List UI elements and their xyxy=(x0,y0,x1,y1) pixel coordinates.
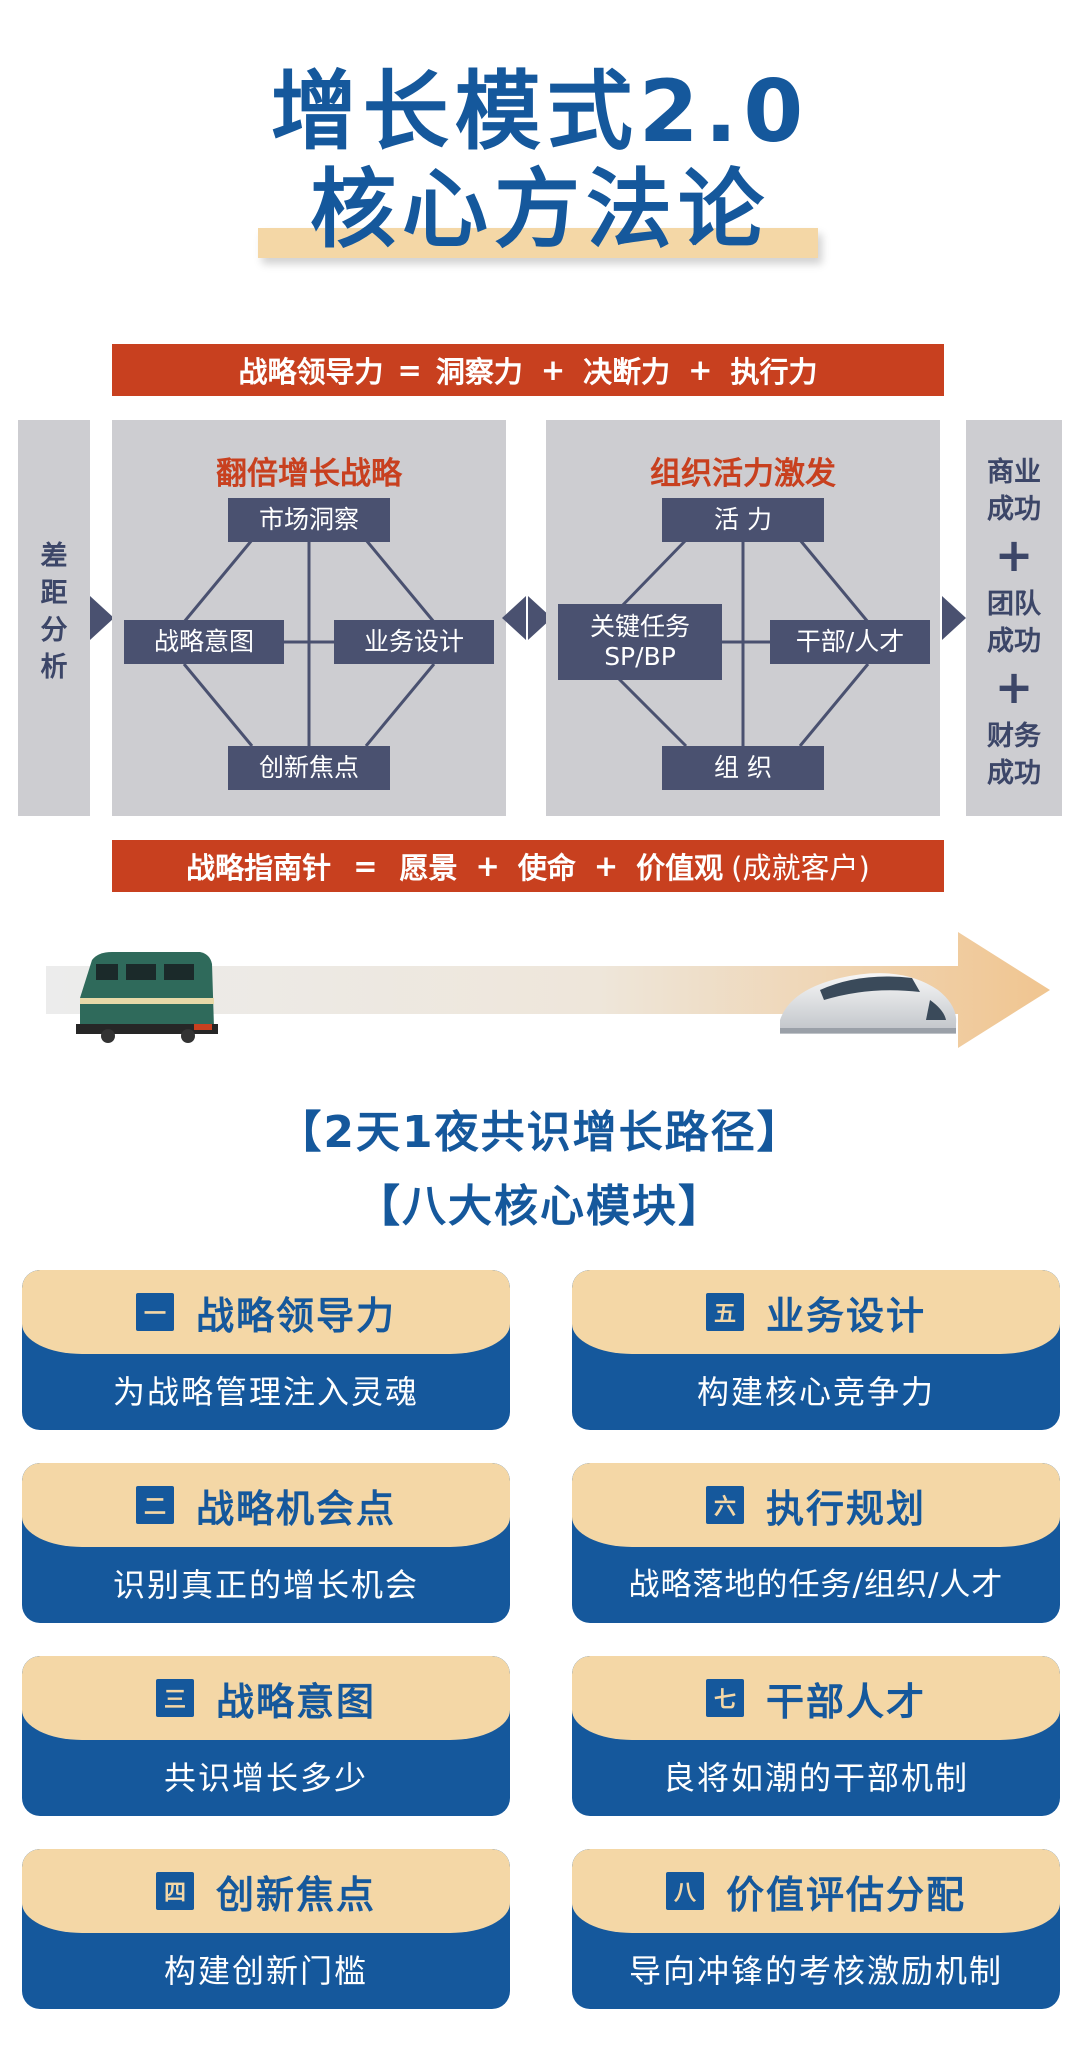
plus-icon: + xyxy=(994,528,1034,582)
module-card: 三 战略意图 共识增长多少 xyxy=(22,1656,510,1816)
module-card: 六 执行规划 战略落地的任务/组织/人才 xyxy=(572,1463,1060,1623)
formula-term: 使命 xyxy=(517,851,576,885)
module-title: 业务设计 xyxy=(765,1293,926,1338)
module-description: 构建创新门槛 xyxy=(163,1952,368,1990)
locomotive-icon xyxy=(76,952,218,1043)
module-title: 创新焦点 xyxy=(215,1872,376,1917)
module-number: 三 xyxy=(155,1679,194,1717)
formula-term: 执行力 xyxy=(730,355,818,389)
growth-arrow-graphic xyxy=(46,932,1050,1048)
node-vitality: 活 力 xyxy=(662,498,824,542)
page-title-line2: 核心方法论 xyxy=(310,160,770,260)
business-success-label: 商业成功 xyxy=(987,457,1041,525)
module-number: 七 xyxy=(705,1679,744,1717)
module-description: 构建核心竞争力 xyxy=(696,1373,935,1411)
module-number: 二 xyxy=(135,1486,174,1524)
success-panel: 商业成功 + 团队成功 + 财务成功 xyxy=(966,420,1062,816)
formula-term: 战略领导力 xyxy=(238,355,384,389)
module-title: 价值评估分配 xyxy=(725,1872,966,1917)
module-card: 八 价值评估分配 导向冲锋的考核激励机制 xyxy=(572,1849,1060,2009)
high-speed-train-icon xyxy=(780,973,957,1034)
module-card-header: 七 干部人才 xyxy=(572,1656,1060,1740)
strategic-compass-formula: 战略指南针 = 愿景 + 使命 + 价值观 (成就客户) xyxy=(112,840,944,892)
module-title: 干部人才 xyxy=(765,1679,926,1724)
module-description: 良将如潮的干部机制 xyxy=(662,1759,969,1797)
module-card: 一 战略领导力 为战略管理注入灵魂 xyxy=(22,1270,510,1430)
module-card-header: 八 价值评估分配 xyxy=(572,1849,1060,1933)
formula-term: 愿景 xyxy=(399,851,458,885)
arrow-right-icon xyxy=(942,596,966,640)
formula-operator: + xyxy=(540,353,566,387)
module-number: 五 xyxy=(705,1293,744,1331)
page-title-line1: 增长模式2.0 xyxy=(270,62,810,162)
formula-suffix: (成就客户) xyxy=(731,851,870,885)
module-title: 战略机会点 xyxy=(195,1486,396,1531)
progress-arrow xyxy=(46,932,1050,1048)
gap-analysis-label: 差距分析 xyxy=(40,541,68,683)
formula-operator: = xyxy=(397,353,422,387)
module-title: 执行规划 xyxy=(765,1486,926,1531)
financial-success-label: 财务成功 xyxy=(987,721,1041,789)
org-diamond-lines xyxy=(616,520,870,750)
growth-diamond-lines xyxy=(182,520,436,750)
module-description: 战略落地的任务/组织/人才 xyxy=(628,1567,1004,1603)
module-card: 五 业务设计 构建核心竞争力 xyxy=(572,1270,1060,1430)
growth-strategy-panel: 翻倍增长战略 市场洞察 战略意图 业务设计 创新焦点 xyxy=(112,420,506,816)
arrow-left-icon xyxy=(502,596,526,640)
module-number: 四 xyxy=(155,1872,194,1910)
module-card-header: 一 战略领导力 xyxy=(22,1270,510,1354)
module-card: 七 干部人才 良将如潮的干部机制 xyxy=(572,1656,1060,1816)
module-number: 一 xyxy=(135,1293,174,1331)
formula-term: 洞察力 xyxy=(435,355,523,389)
module-card-header: 三 战略意图 xyxy=(22,1656,510,1740)
organization-vitality-title: 组织活力激发 xyxy=(650,456,836,492)
module-title: 战略意图 xyxy=(215,1679,376,1724)
plus-icon: + xyxy=(994,660,1034,714)
module-card-header: 二 战略机会点 xyxy=(22,1463,510,1547)
node-strategic-intent: 战略意图 xyxy=(124,620,284,664)
gap-analysis-panel: 差距分析 xyxy=(18,420,90,816)
module-card: 二 战略机会点 识别真正的增长机会 xyxy=(22,1463,510,1623)
arrow-right-icon xyxy=(90,596,114,640)
module-card-header: 四 创新焦点 xyxy=(22,1849,510,1933)
module-title: 战略领导力 xyxy=(195,1293,396,1338)
module-description: 识别真正的增长机会 xyxy=(112,1566,419,1604)
module-number: 六 xyxy=(705,1486,744,1524)
module-card: 四 创新焦点 构建创新门槛 xyxy=(22,1849,510,2009)
formula-term: 战略指南针 xyxy=(186,851,332,885)
formula-term: 价值观 xyxy=(636,851,724,885)
growth-path-heading: 【2天1夜共识增长路径】 xyxy=(277,1107,803,1158)
eight-modules-heading: 【八大核心模块】 xyxy=(356,1181,724,1232)
module-number: 八 xyxy=(665,1872,704,1910)
formula-operator: + xyxy=(475,849,500,883)
team-success-label: 团队成功 xyxy=(987,589,1041,657)
strategic-leadership-formula: 战略领导力 = 洞察力 + 决断力 + 执行力 xyxy=(112,344,944,396)
growth-strategy-title: 翻倍增长战略 xyxy=(216,456,402,492)
module-card-header: 五 业务设计 xyxy=(572,1270,1060,1354)
module-description: 导向冲锋的考核激励机制 xyxy=(628,1952,1003,1990)
formula-term: 决断力 xyxy=(583,355,671,389)
module-description: 共识增长多少 xyxy=(163,1759,368,1797)
node-organization: 组 织 xyxy=(662,746,824,790)
node-market-insight: 市场洞察 xyxy=(228,498,390,542)
formula-operator: + xyxy=(688,353,713,387)
node-innovation-focus: 创新焦点 xyxy=(228,746,390,790)
module-card-header: 六 执行规划 xyxy=(572,1463,1060,1547)
node-business-design: 业务设计 xyxy=(334,620,494,664)
node-cadres-talent: 干部/人才 xyxy=(770,620,930,664)
title-underline xyxy=(258,228,818,258)
formula-operator: + xyxy=(593,849,619,883)
formula-operator: = xyxy=(353,849,378,883)
module-description: 为战略管理注入灵魂 xyxy=(112,1373,419,1411)
